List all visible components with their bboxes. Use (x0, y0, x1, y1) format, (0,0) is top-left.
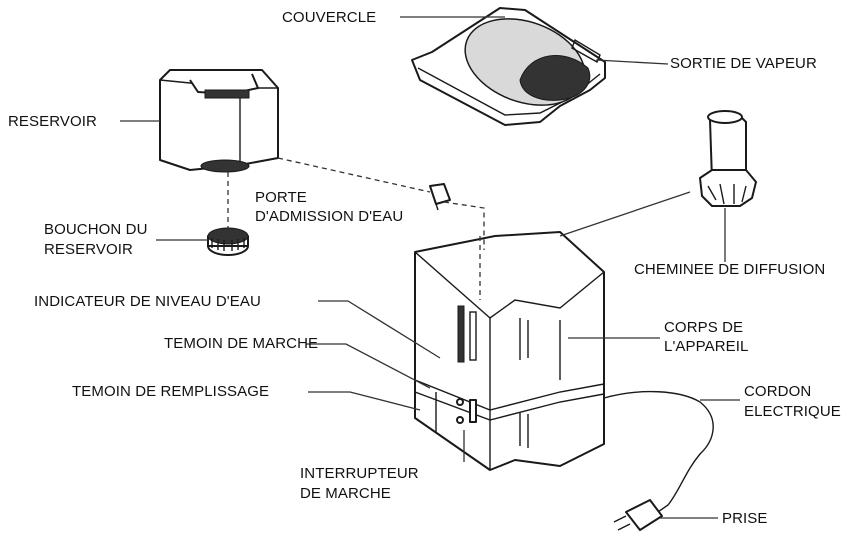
label-temoin-de-marche: TEMOIN DE MARCHE (164, 335, 319, 352)
leader-body-top (559, 191, 691, 237)
lid-illustration (411, 7, 606, 126)
inlet-illustration (429, 183, 451, 211)
label-prise: PRISE (722, 510, 768, 527)
leader-temoin-remplissage (308, 391, 421, 411)
chimney-illustration (699, 110, 757, 207)
label-bouchon-line1: BOUCHON DU (44, 221, 148, 238)
assembly-line-tank-inlet (277, 157, 431, 193)
body-illustration (414, 231, 605, 471)
assembly-line-inlet-body (443, 201, 485, 250)
label-bouchon-line2: RESERVOIR (44, 241, 133, 258)
label-indicateur-niveau-eau: INDICATEUR DE NIVEAU D'EAU (34, 293, 261, 310)
leader-sortie-vapeur (595, 59, 669, 65)
label-porte-line2: D'ADMISSION D'EAU (255, 208, 404, 225)
label-interrupteur-line1: INTERRUPTEUR (300, 465, 419, 482)
leader-indicateur (318, 300, 441, 359)
label-cordon-line1: CORDON (744, 383, 812, 400)
cap-illustration (207, 227, 249, 256)
label-cheminee-de-diffusion: CHEMINEE DE DIFFUSION (634, 261, 826, 278)
leader-temoin-marche (306, 343, 431, 389)
label-sortie-de-vapeur: SORTIE DE VAPEUR (670, 55, 817, 72)
tank-illustration (159, 69, 279, 173)
label-corps-line1: CORPS DE (664, 319, 744, 336)
cord-plug-illustration (603, 390, 714, 531)
label-interrupteur-line2: DE MARCHE (300, 485, 391, 502)
label-temoin-de-remplissage: TEMOIN DE REMPLISSAGE (72, 383, 270, 400)
label-porte-line1: PORTE (255, 189, 307, 206)
label-couvercle: COUVERCLE (282, 9, 377, 26)
label-cordon-line2: ELECTRIQUE (744, 403, 841, 420)
label-reservoir: RESERVOIR (8, 113, 97, 130)
label-corps-line2: L'APPAREIL (664, 338, 749, 355)
